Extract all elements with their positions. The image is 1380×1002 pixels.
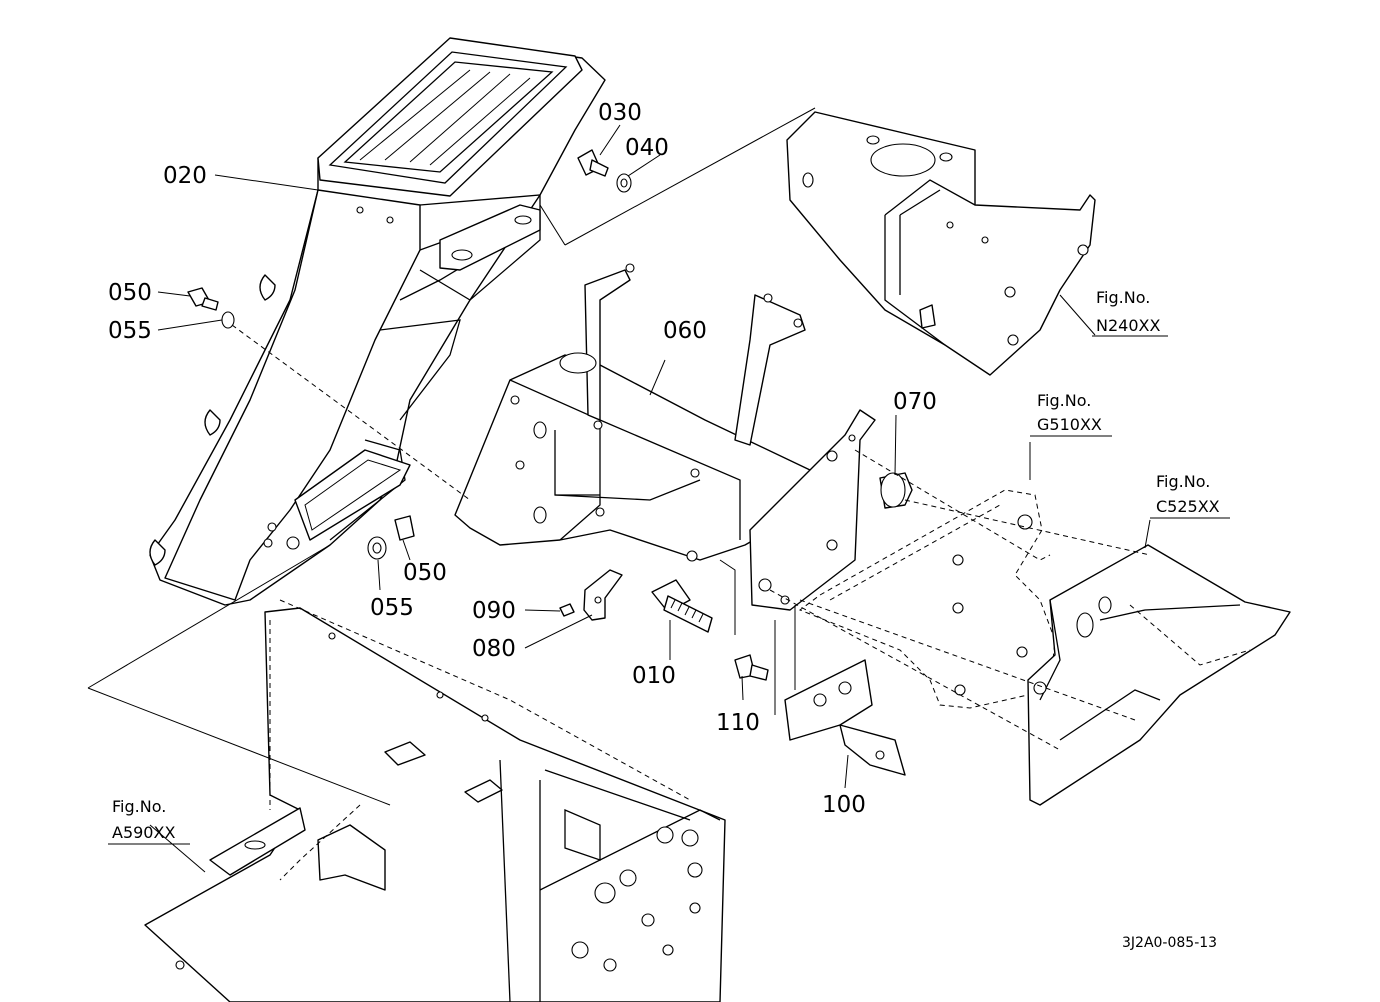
drawing-id: 3J2A0-085-13 <box>1122 935 1217 951</box>
label-080: 080 <box>472 636 516 662</box>
fig-ref-heading: Fig.No. <box>1037 391 1091 410</box>
fig-ref-code: A590XX <box>112 823 175 842</box>
bracket-060 <box>454 263 811 562</box>
screw-090 <box>559 603 575 617</box>
flange-plate <box>749 409 876 611</box>
step-assembly-020 <box>149 37 606 606</box>
fig-ref-code: G510XX <box>1037 415 1102 434</box>
bracket-100 <box>784 659 906 776</box>
label-030: 030 <box>598 100 642 126</box>
component-c525xx <box>1027 544 1291 806</box>
label-055-lower: 055 <box>370 595 414 621</box>
label-090: 090 <box>472 598 516 624</box>
label-040: 040 <box>625 135 669 161</box>
fig-ref-a590xx: Fig.No. A590XX <box>108 797 190 845</box>
label-050-upper: 050 <box>108 280 152 306</box>
bracket-080 <box>583 569 623 621</box>
label-020: 020 <box>163 163 207 189</box>
label-060: 060 <box>663 318 707 344</box>
fig-ref-code: C525XX <box>1156 497 1220 516</box>
leader-lines <box>87 107 1151 881</box>
bolt-110 <box>734 654 769 681</box>
part-labels: 020 030 040 050 055 060 070 050 055 090 … <box>108 100 937 818</box>
fig-ref-c525xx: Fig.No. C525XX <box>1150 472 1230 519</box>
label-055-upper: 055 <box>108 318 152 344</box>
fig-ref-n240xx: Fig.No. N240XX <box>1092 288 1168 337</box>
label-010: 010 <box>632 663 676 689</box>
bolt-050-upper <box>187 287 219 311</box>
fig-ref-heading: Fig.No. <box>112 797 166 816</box>
fig-ref-heading: Fig.No. <box>1096 288 1150 307</box>
bolt-050-lower <box>394 515 415 541</box>
bolt-010 <box>651 579 713 633</box>
spacer-070 <box>879 472 913 509</box>
label-100: 100 <box>822 792 866 818</box>
label-070: 070 <box>893 389 937 415</box>
fig-ref-code: N240XX <box>1096 316 1160 335</box>
label-110: 110 <box>716 710 760 736</box>
figure-refs: Fig.No. N240XX Fig.No. G510XX Fig.No. C5… <box>108 288 1230 845</box>
fig-ref-g510xx: Fig.No. G510XX <box>1030 391 1112 437</box>
component-a590xx <box>144 599 726 1002</box>
bolt-030 <box>577 149 609 177</box>
component-n240xx <box>786 111 1096 376</box>
label-050-lower: 050 <box>403 560 447 586</box>
fig-ref-heading: Fig.No. <box>1156 472 1210 491</box>
washer-055-lower <box>367 536 387 560</box>
washer-040 <box>616 173 632 193</box>
